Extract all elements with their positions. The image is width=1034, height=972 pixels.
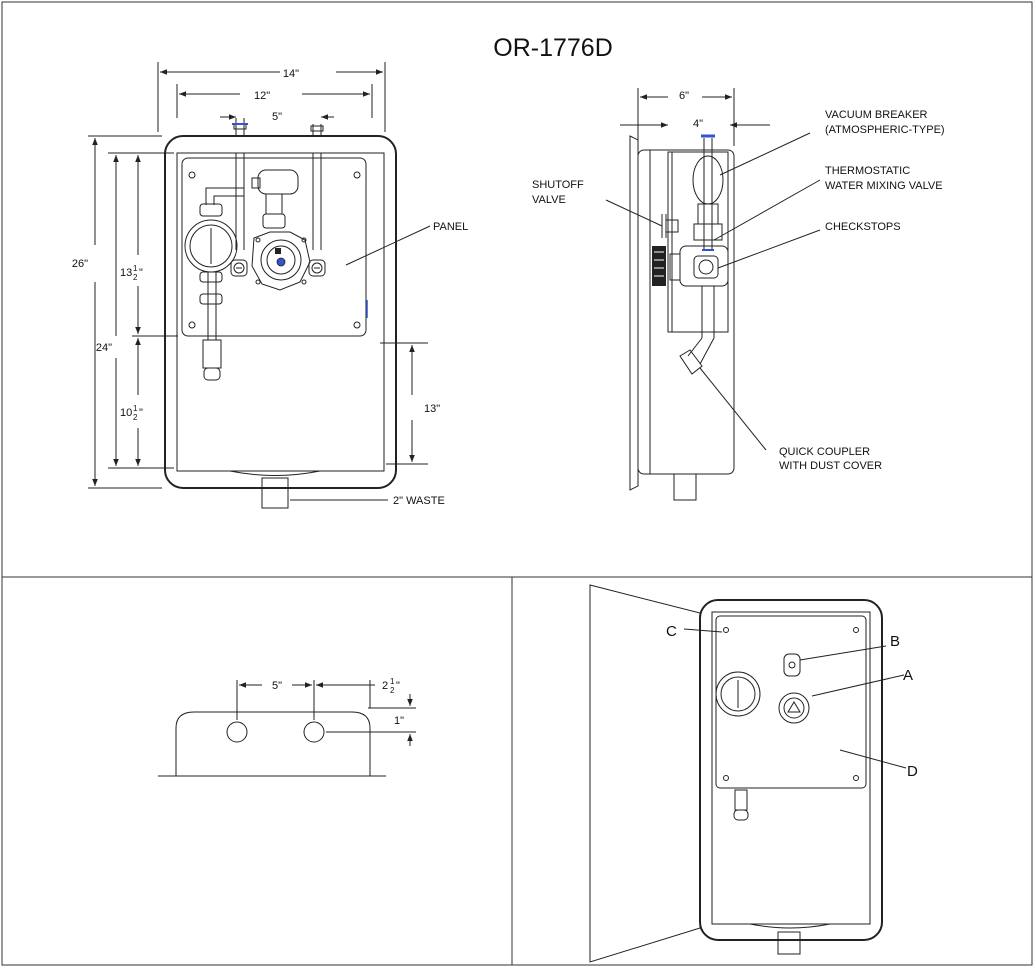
svg-text:2: 2 [390, 686, 395, 695]
dim-stub-spacing: 5" [272, 111, 282, 123]
dim-width-inner: 12" [254, 90, 270, 102]
dim-width-outer: 14" [283, 68, 299, 80]
front-panel [181, 157, 367, 337]
svg-text:": " [139, 407, 143, 419]
svg-text:1: 1 [390, 677, 395, 686]
front-inner-box [176, 152, 385, 472]
panel-screw [188, 171, 196, 179]
svg-text:10: 10 [120, 407, 132, 419]
svg-text:": " [139, 267, 143, 279]
side-dimensions [620, 88, 770, 146]
vacuum-breaker-side [692, 155, 724, 251]
label-b: B [890, 633, 900, 650]
checkstop-right [308, 259, 326, 277]
side-box [637, 149, 735, 475]
svg-text:13: 13 [120, 267, 132, 279]
top-dimensions [236, 680, 416, 746]
panel-screw [353, 171, 361, 179]
side-leaders [605, 132, 821, 451]
label-water-mixing-valve: WATER MIXING VALVE [825, 180, 943, 192]
dim-height-outer: 26" [72, 258, 88, 270]
dim-top-depth: 1" [394, 715, 404, 727]
thermometer-gauge-front [184, 203, 238, 305]
label-shutoff-valve: VALVE [532, 194, 566, 206]
open-box [699, 599, 883, 941]
label-c: C [666, 623, 677, 640]
open-thermometer [715, 671, 761, 717]
open-mixing-valve [778, 692, 810, 724]
svg-text:1: 1 [133, 404, 138, 413]
label-waste: 2" WASTE [393, 495, 445, 507]
checkstop-left [230, 259, 248, 277]
open-coupler [733, 789, 749, 821]
top-hole-right [303, 721, 325, 743]
top-view: 5" 2 1 2 " 1" [158, 677, 416, 777]
svg-text:2: 2 [133, 273, 138, 282]
side-handle [652, 246, 666, 286]
label-panel: PANEL [433, 221, 468, 233]
label-vacuum-breaker-type: (ATMOSPHERIC-TYPE) [825, 124, 945, 136]
label-thermostatic: THERMOSTATIC [825, 165, 910, 177]
mixing-valve-front [251, 231, 311, 291]
dim-top-spacing: 5" [272, 680, 282, 692]
dim-depth-inner: 4" [693, 118, 703, 130]
dim-lower-section: 10 1 2 " [120, 404, 143, 422]
front-view: 14" 12" 5" 26" 24" 13 1 2 " 10 1 2 " 13"… [72, 62, 468, 509]
waste-outlet-side [673, 473, 697, 501]
open-waste [749, 923, 831, 955]
quick-coupler-front [202, 339, 222, 381]
side-supply-pipe [701, 134, 715, 250]
side-view: 6" 4" VACUUM BREAKER (ATMOSPHERIC-TYPE) … [532, 88, 945, 501]
dim-coupler-height: 13" [424, 403, 440, 415]
dim-height-inner: 24" [96, 342, 112, 354]
mixing-valve-side [669, 245, 729, 287]
dim-top-edge: 2 1 2 " [382, 677, 400, 695]
panel-screw [188, 321, 196, 329]
label-shutoff: SHUTOFF [532, 179, 584, 191]
dim-upper-section: 13 1 2 " [120, 264, 143, 282]
front-dimensions [88, 62, 431, 501]
svg-text:2: 2 [133, 413, 138, 422]
front-piping [205, 153, 322, 340]
open-view: C B A D [589, 584, 918, 963]
label-checkstops: CHECKSTOPS [825, 221, 901, 233]
svg-text:2: 2 [382, 680, 388, 692]
label-quick-coupler: QUICK COUPLER [779, 446, 870, 458]
open-panel [715, 615, 867, 789]
label-dust-cover: WITH DUST COVER [779, 460, 882, 472]
label-d: D [907, 763, 918, 780]
vacuum-breaker-front [251, 169, 299, 229]
label-vacuum-breaker: VACUUM BREAKER [825, 109, 928, 121]
side-panel [667, 151, 729, 333]
top-hole-left [226, 721, 248, 743]
dim-depth-outer: 6" [679, 90, 689, 102]
svg-text:1: 1 [133, 264, 138, 273]
quick-coupler-side [679, 286, 715, 375]
open-leaders [683, 628, 907, 769]
side-door-flange [629, 135, 639, 491]
svg-text:": " [396, 680, 400, 692]
label-a: A [903, 667, 913, 684]
panel-screw [353, 321, 361, 329]
waste-outlet-front [229, 470, 321, 509]
front-outer-box [164, 135, 397, 489]
open-shutoff [783, 653, 801, 677]
top-outline [175, 711, 371, 776]
shutoff-valve-side [661, 214, 679, 238]
open-door [589, 584, 701, 963]
drawing-title: OR-1776D [493, 34, 613, 62]
supply-stub-left [232, 118, 248, 136]
panel-leader [345, 225, 431, 266]
supply-stub-right [310, 124, 324, 136]
